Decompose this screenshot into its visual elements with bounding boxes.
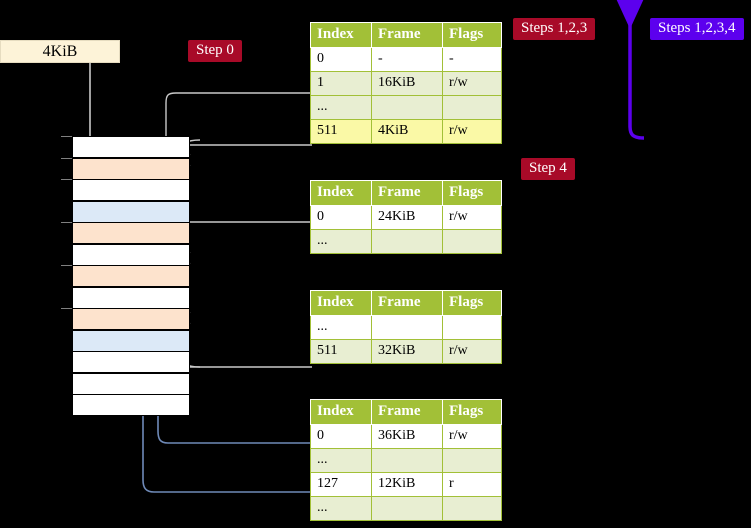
- steps-1234-label: Steps 1,2,3,4: [658, 20, 736, 36]
- table-cell: 12KiB: [371, 472, 443, 497]
- table-row: ...: [310, 95, 502, 120]
- table-cell: r/w: [442, 424, 502, 449]
- table-cell: [371, 448, 443, 473]
- table-header-frame: Frame: [371, 290, 443, 316]
- table-row: ...: [310, 315, 502, 340]
- table-cell: 32KiB: [371, 339, 443, 364]
- table-cell: 24KiB: [371, 205, 443, 230]
- memory-frame-tick: [61, 179, 72, 180]
- table-header-flags: Flags: [442, 22, 502, 48]
- table-cell: -: [442, 47, 502, 72]
- table-cell: 127: [310, 472, 372, 497]
- table-header-frame: Frame: [371, 399, 443, 425]
- table-header-index: Index: [310, 180, 372, 206]
- table-cell: r/w: [442, 339, 502, 364]
- memory-frame: [72, 286, 190, 309]
- memory-frame: [72, 394, 190, 416]
- memory-frame-tick: [61, 157, 72, 159]
- table-cell: [371, 95, 443, 120]
- memory-frame: [72, 351, 190, 373]
- step-4-badge: Step 4: [521, 158, 575, 180]
- table-cell: r/w: [442, 119, 502, 144]
- memory-frame: [72, 136, 190, 158]
- table-cell: r: [442, 472, 502, 497]
- memory-frame-tick: [61, 308, 72, 309]
- kib-frame-box: 4KiB: [0, 40, 120, 63]
- memory-frame-tick: [61, 265, 72, 266]
- table-cell: 1: [310, 71, 372, 96]
- table-cell: 511: [310, 339, 372, 364]
- step-4-label: Step 4: [529, 160, 567, 176]
- table-cell: [371, 496, 443, 521]
- table-row: ...: [310, 448, 502, 473]
- memory-frame: [72, 265, 190, 287]
- table-row: ...: [310, 496, 502, 521]
- memory-frame: [72, 222, 190, 244]
- table-cell: [371, 229, 443, 254]
- table-cell: r/w: [442, 205, 502, 230]
- memory-frame: [72, 308, 190, 330]
- table-header-index: Index: [310, 399, 372, 425]
- table-cell: ...: [310, 496, 372, 521]
- table-header-flags: Flags: [442, 290, 502, 316]
- table-row: 0--: [310, 47, 502, 72]
- steps-123-label: Steps 1,2,3: [521, 20, 588, 36]
- table-cell: [442, 229, 502, 254]
- table-cell: 0: [310, 47, 372, 72]
- table-cell: -: [371, 47, 443, 72]
- table-cell: 16KiB: [371, 71, 443, 96]
- table-header-frame: Frame: [371, 22, 443, 48]
- table-cell: [442, 95, 502, 120]
- table-row: ...: [310, 229, 502, 254]
- table-header-frame: Frame: [371, 180, 443, 206]
- step-0-label: Step 0: [196, 42, 234, 58]
- table-header-flags: Flags: [442, 180, 502, 206]
- memory-frame: [72, 372, 190, 395]
- table-header-index: Index: [310, 22, 372, 48]
- table-cell: [442, 496, 502, 521]
- table-cell: 4KiB: [371, 119, 443, 144]
- memory-frame: [72, 179, 190, 201]
- physical-memory-column: [61, 136, 190, 416]
- table-cell: 0: [310, 205, 372, 230]
- kib-frame-label: 4KiB: [42, 43, 78, 60]
- table-cell: 511: [310, 119, 372, 144]
- table-header-flags: Flags: [442, 399, 502, 425]
- table-cell: 36KiB: [371, 424, 443, 449]
- table-header-index: Index: [310, 290, 372, 316]
- memory-frame-tick: [61, 222, 72, 223]
- steps-1234-badge: Steps 1,2,3,4: [650, 18, 744, 40]
- table-cell: ...: [310, 229, 372, 254]
- memory-frame: [72, 157, 190, 180]
- memory-frame: [72, 329, 190, 352]
- table-cell: 0: [310, 424, 372, 449]
- table-cell: ...: [310, 95, 372, 120]
- table-cell: [442, 315, 502, 340]
- table-cell: [442, 448, 502, 473]
- memory-frame: [72, 243, 190, 266]
- memory-frame-tick: [61, 136, 72, 137]
- connector-pdpt-row0: [178, 221, 312, 264]
- purple-step-arrow: [610, 0, 650, 140]
- step-0-badge: Step 0: [188, 40, 242, 62]
- steps-123-badge: Steps 1,2,3: [513, 18, 596, 40]
- table-cell: [371, 315, 443, 340]
- table-cell: ...: [310, 315, 372, 340]
- table-cell: r/w: [442, 71, 502, 96]
- table-cell: ...: [310, 448, 372, 473]
- memory-frame: [72, 200, 190, 223]
